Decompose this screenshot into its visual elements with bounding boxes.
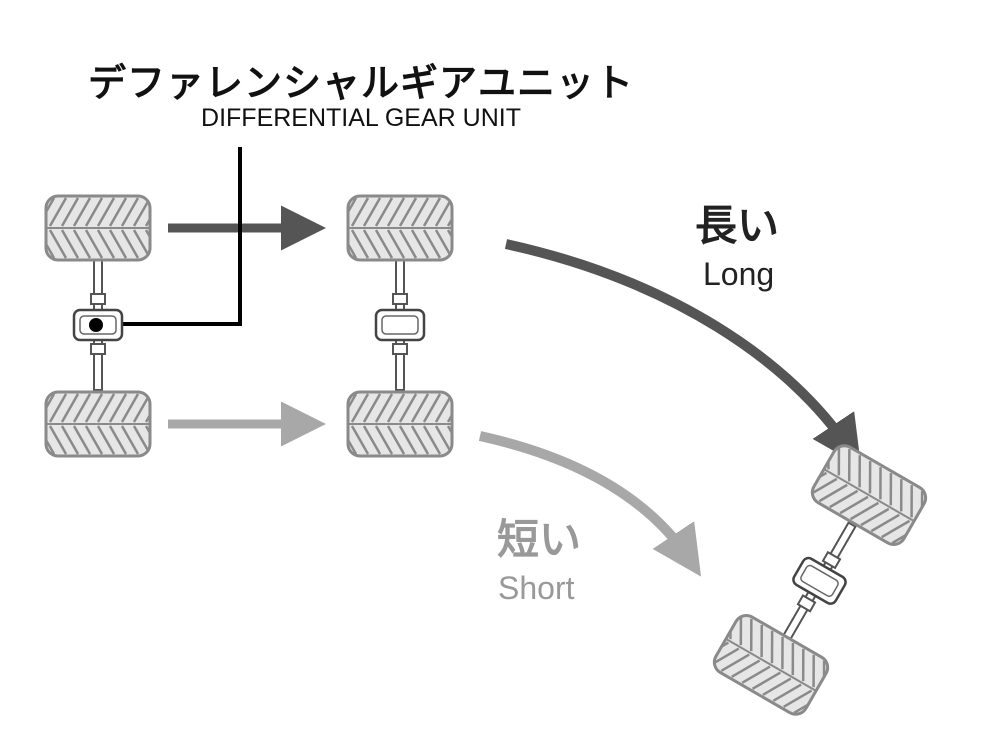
label-short-english: Short [498,570,575,606]
vehicle-axle-turned [700,435,937,722]
arrow-long-curve [504,239,862,467]
label-short-japanese: 短い [497,515,582,564]
title-english: DIFFERENTIAL GEAR UNIT [201,104,521,132]
label-long-english: Long [703,256,775,292]
leader-line [96,147,242,326]
title-japanese: デファレンシャルギアユニット [87,61,634,105]
label-long-japanese: 長い [695,201,780,250]
differential-marker [89,318,103,332]
arrow-short-curve [478,431,702,577]
vehicle-axle-middle [340,196,464,456]
